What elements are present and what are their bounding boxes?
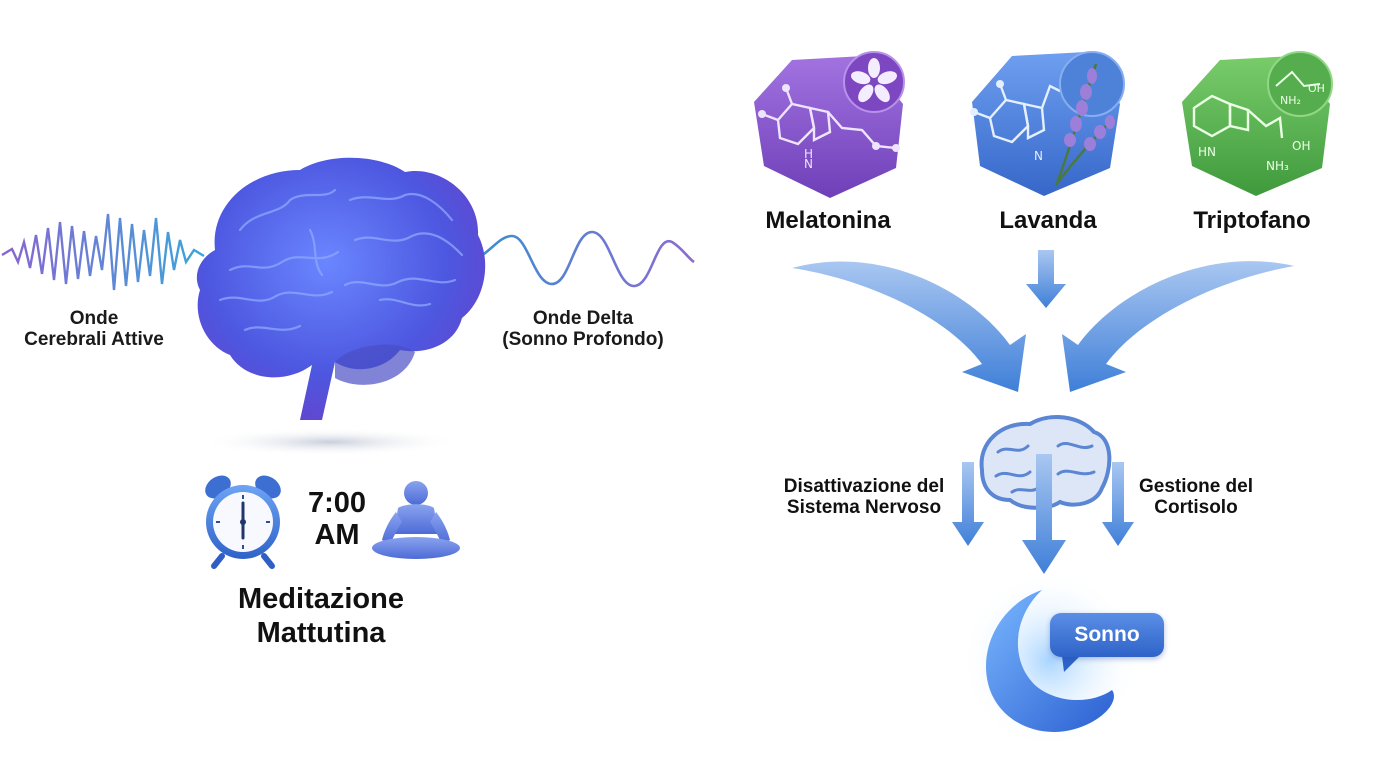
brain-icon [196,157,486,420]
converging-arrows [792,250,1294,392]
tryptophan-nh2-text: NH₂ [1280,94,1301,107]
arrow-left-down [952,462,984,546]
arrow-from-lavender [1026,250,1066,308]
bubble-tail [1062,656,1080,672]
meditation-person-icon [372,481,460,559]
tryptophan-oh-text: OH [1292,139,1310,153]
delta-waves-label: Onde Delta (Sonno Profondo) [502,308,664,351]
down-arrows [952,454,1134,574]
meditation-label: Meditazione Mattutina [238,583,404,650]
active-wave-line [1,213,205,291]
melatonin-n-text: N [804,157,813,171]
lavender-label: Lavanda [999,207,1097,234]
melatonin-molecule-icon: N H [754,51,905,198]
tryptophan-hn-text: HN [1198,145,1216,159]
brain-shadow [200,428,460,456]
left-illustration [1,157,695,569]
tryptophan-molecule-icon: NH₂ OH HN OH NH₃ [1182,51,1333,196]
arrow-center-down [1022,454,1066,574]
arrow-from-melatonin [792,261,1026,392]
tryptophan-label: Triptofano [1193,207,1311,234]
tryptophan-nh3-text: NH₃ [1266,159,1289,173]
nervous-system-label: Disattivazione del Sistema Nervoso [783,476,945,519]
tryptophan-oh-top-text: OH [1308,82,1325,95]
right-diagram: N H N [754,51,1333,750]
lavender-sprig-icon [1054,63,1115,187]
wake-time: 7:00 AM [307,487,367,551]
moon-icon [960,570,1140,750]
arrow-from-tryptophan [1062,261,1294,392]
alarm-clock-icon [205,475,281,569]
delta-wave-line [477,230,695,288]
lavender-n-text: N [1034,149,1043,163]
arrow-right-down [1102,462,1134,546]
melatonin-label: Melatonina [765,207,891,234]
cortisol-label: Gestione del Cortisolo [1138,476,1254,519]
lavender-molecule-icon: N [970,51,1125,196]
flower-icon [850,58,898,103]
sleep-badge: Sonno [1050,613,1164,657]
melatonin-h-text: H [804,147,813,161]
active-waves-label: Onde Cerebrali Attive [24,308,164,351]
